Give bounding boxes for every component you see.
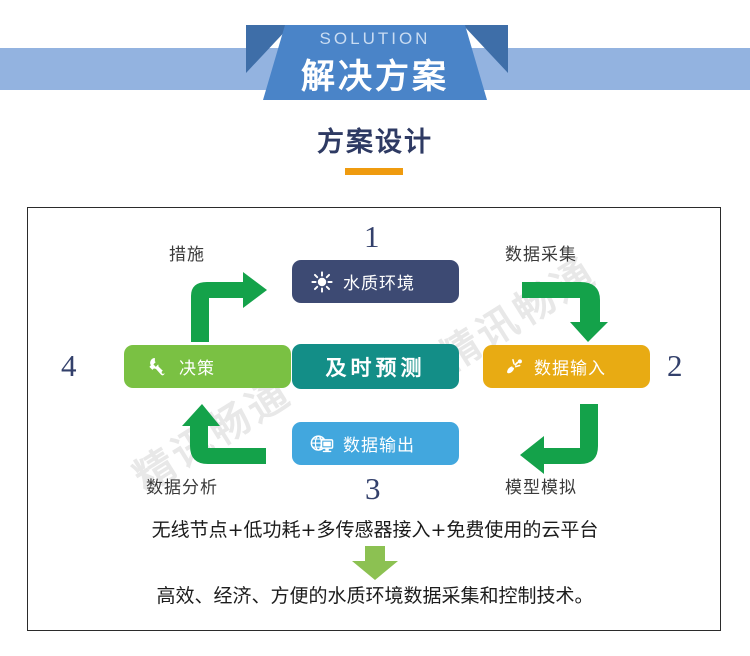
banner-english-title: SOLUTION: [319, 29, 431, 48]
node-label: 水质环境: [343, 274, 415, 294]
node-decision[interactable]: 决策: [124, 345, 291, 388]
solution-banner: SOLUTION 解决方案: [0, 0, 750, 110]
step-number-3: 3: [365, 471, 381, 506]
banner-chinese-title: 解决方案: [301, 57, 449, 97]
section-title-underline: [345, 168, 403, 175]
step-number-2: 2: [667, 348, 683, 383]
node-timely-prediction[interactable]: 及时预测: [292, 344, 459, 389]
arrow-down-icon: [352, 546, 398, 580]
banner-plate: [0, 0, 750, 110]
arrow-left-up-icon: [182, 404, 266, 464]
summary-line-1: 无线节点+低功耗+多传感器接入+免费使用的云平台: [151, 519, 599, 541]
node-water-quality-environment[interactable]: 水质环境: [292, 260, 459, 303]
satellite-icon: [501, 355, 525, 379]
flow-label-data-collection: 数据采集: [505, 245, 577, 265]
wrench-icon: [146, 355, 170, 379]
solution-diagram-frame: 精讯畅通 精讯畅通 1 2 3 4 措施 数据采集 数据分析 模型模拟: [27, 207, 721, 631]
node-data-output[interactable]: 数据输出: [292, 422, 459, 465]
node-label: 数据输入: [534, 359, 606, 379]
flow-label-data-analysis: 数据分析: [146, 478, 218, 498]
sun-icon: [310, 270, 334, 294]
globe-monitor-icon: [310, 432, 334, 456]
arrow-right-down-icon: [522, 282, 608, 342]
node-data-input[interactable]: 数据输入: [483, 345, 650, 388]
node-label: 及时预测: [325, 355, 426, 380]
node-label: 数据输出: [343, 436, 415, 456]
step-number-1: 1: [364, 219, 380, 254]
flow-label-measures: 措施: [169, 245, 205, 265]
node-label: 决策: [179, 359, 215, 379]
section-title: 方案设计: [317, 127, 433, 158]
flow-label-model-simulation: 模型模拟: [505, 478, 577, 498]
arrow-up-right-icon: [191, 272, 267, 342]
arrow-down-left-icon: [520, 404, 598, 474]
summary-line-2: 高效、经济、方便的水质环境数据采集和控制技术。: [156, 585, 594, 607]
banner-trapezoid: [263, 25, 487, 100]
step-number-4: 4: [61, 348, 77, 383]
